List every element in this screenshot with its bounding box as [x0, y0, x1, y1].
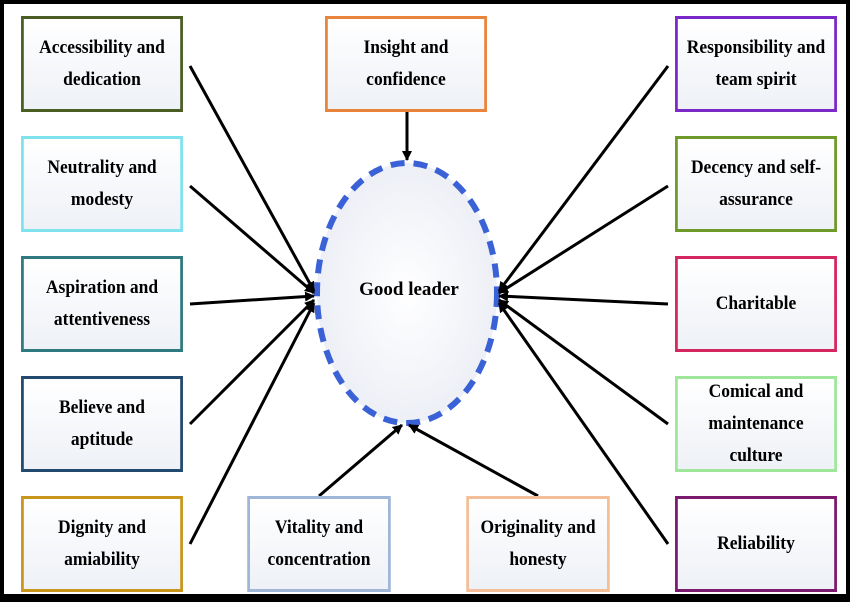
node-reliability: Reliability — [675, 496, 837, 592]
arrow-layer — [188, 65, 670, 545]
arrow-believe — [188, 298, 316, 426]
arrow-comical — [498, 298, 669, 426]
node-dignity: Dignity and amiability — [21, 496, 183, 592]
node-vitality: Vitality and concentration — [247, 496, 391, 592]
node-decency: Decency and self- assurance — [675, 136, 837, 232]
node-originality: Originality and honesty — [466, 496, 610, 592]
node-believe: Believe and aptitude — [21, 376, 183, 472]
node-neutrality: Neutrality and modesty — [21, 136, 183, 232]
node-charitable: Charitable — [675, 256, 837, 352]
node-aspiration: Aspiration and attentiveness — [21, 256, 183, 352]
node-responsibility: Responsibility and team spirit — [675, 16, 837, 112]
node-accessibility: Accessibility and dedication — [21, 16, 183, 112]
arrow-dignity — [188, 302, 316, 545]
arrow-aspiration — [189, 291, 315, 306]
center-ellipse — [314, 160, 500, 426]
arrow-vitality — [318, 423, 403, 498]
arrow-neutrality — [189, 184, 315, 295]
center-label: Good leader — [359, 279, 459, 300]
arrow-accessibility — [188, 65, 316, 292]
node-insight: Insight and confidence — [325, 16, 487, 112]
arrow-decency — [498, 184, 669, 295]
node-comical: Comical and maintenance culture — [675, 376, 837, 472]
arrow-reliability — [497, 302, 670, 545]
arrow-charitable — [498, 291, 669, 306]
arrow-responsibility — [497, 65, 670, 292]
arrow-originality — [408, 423, 539, 498]
